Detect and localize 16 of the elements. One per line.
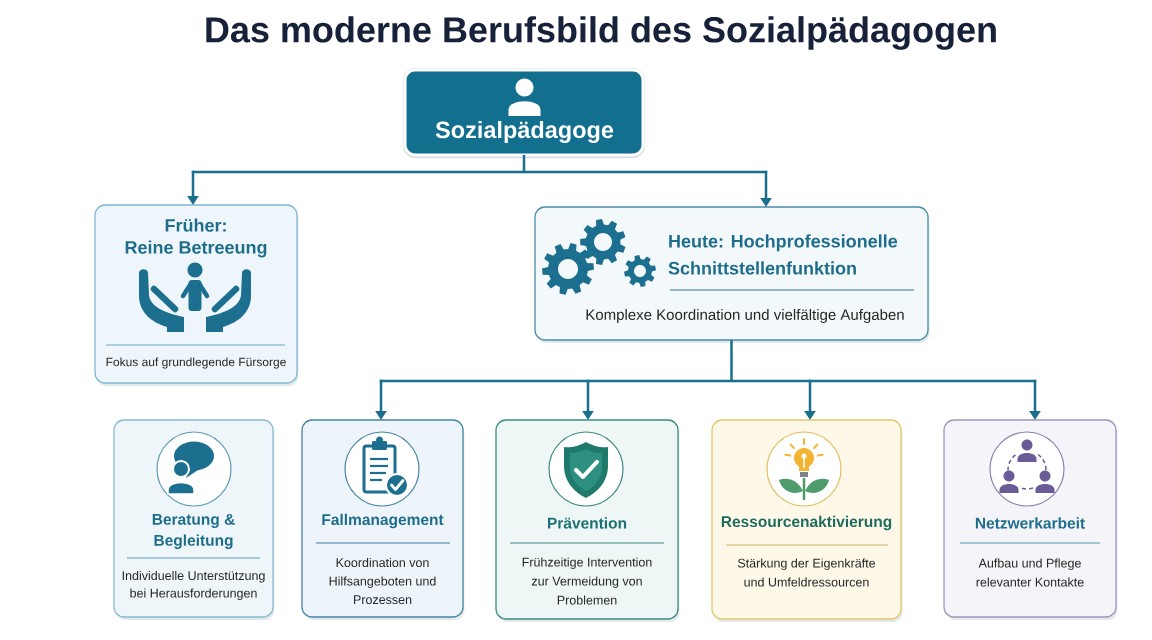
card-title: Prävention: [548, 517, 627, 529]
role-title: Sozialpädagoge: [435, 121, 614, 143]
card-text: Aufbau und Pflege relevanter Kontakte: [976, 558, 1084, 587]
card-title: Ressourcenaktivierung: [721, 515, 892, 531]
card-text: Koordination von Hilfsangeboten und Prozessen: [329, 557, 436, 605]
card-text: Frühzeitige Intervention zur Vermeidung von Problemen: [522, 557, 652, 605]
card-title: Beratung & Begleitung: [152, 514, 235, 549]
card-title: Heute: Hochprofessionelle Schnittstellenfunktion: [668, 234, 898, 275]
card-text: Individuelle Unterstützung bei Herausforderungen: [122, 570, 265, 601]
card-text: Stärkung der Eigenkräfte und Umfeldressourcen: [737, 558, 876, 587]
card-text: Fokus auf grundlegende Fürsorge: [106, 357, 286, 369]
card-title: Fallmanagement: [322, 513, 444, 529]
card-title: Netzwerkarbeit: [975, 517, 1085, 529]
diagram-title: Das moderne Berufsbild des Sozialpädagogen: [206, 16, 996, 50]
card-text: Komplexe Koordination und vielfältige Aufgaben: [586, 309, 904, 323]
card-title: Früher: Reine Betreeung: [125, 218, 267, 258]
